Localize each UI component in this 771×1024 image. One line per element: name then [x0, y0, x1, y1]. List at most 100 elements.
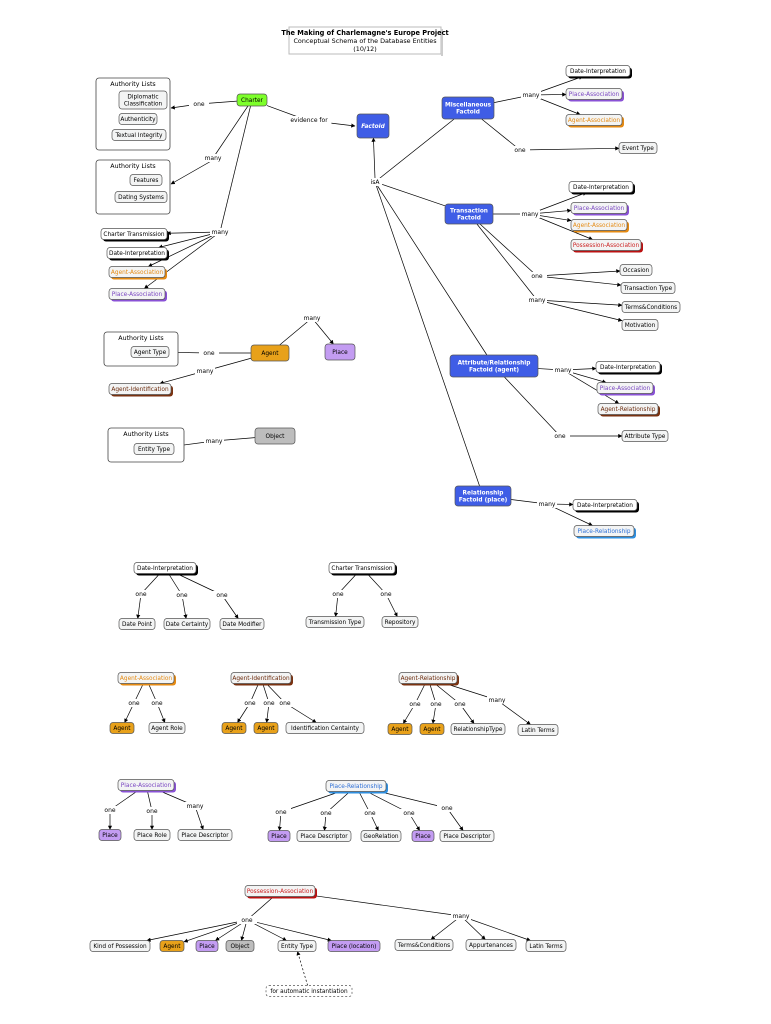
node-pa-root[interactable]: Place-Association	[117, 779, 176, 793]
node-po-place[interactable]: Place	[195, 940, 219, 952]
node-label: Charter	[241, 98, 263, 104]
node-object[interactable]: Object	[254, 427, 296, 445]
node-label: Date-Interpretation	[577, 503, 633, 509]
node-ca-dating[interactable]: Dating Systems	[114, 191, 168, 203]
connector-label-many: many	[529, 297, 546, 304]
node-po-placeloc[interactable]: Place (location)	[327, 940, 381, 952]
node-di-point[interactable]: Date Point	[118, 618, 156, 630]
connector-label-one: one	[151, 700, 162, 707]
node-pr-desc2[interactable]: Place Descriptor	[439, 830, 495, 842]
node-pa-place[interactable]: Place	[98, 829, 122, 841]
node-t-placeassoc[interactable]: Place-Association	[570, 202, 629, 216]
node-ar-agent2[interactable]: Agent	[419, 723, 445, 735]
node-t-possassoc[interactable]: Possession-Association	[570, 239, 643, 253]
node-factoid[interactable]: Factoid	[356, 113, 390, 139]
node-c-dateint[interactable]: Date-Interpretation	[106, 247, 169, 261]
node-a-dateint[interactable]: Date-Interpretation	[595, 361, 662, 375]
node-c-placeassoc[interactable]: Place-Association	[108, 288, 167, 302]
node-po-terms[interactable]: Terms&Conditions	[394, 939, 454, 951]
connector-label-one: one	[380, 591, 391, 598]
node-pa-role[interactable]: Place Role	[133, 829, 171, 841]
node-po-latin[interactable]: Latin Terms	[525, 940, 567, 952]
connector-label-one: one	[275, 809, 286, 816]
node-a-placeassoc[interactable]: Place-Association	[596, 382, 655, 396]
node-aa-role[interactable]: Agent Role	[148, 722, 186, 734]
connector-label-many: many	[197, 368, 214, 375]
node-t-motiv[interactable]: Motivation	[621, 319, 659, 331]
node-label: Agent-Association	[573, 223, 625, 229]
node-label: Date Modifier	[222, 622, 262, 628]
node-ca-features[interactable]: Features	[129, 174, 163, 186]
node-r-dateint[interactable]: Date-Interpretation	[572, 499, 639, 513]
node-po-appurt[interactable]: Appurtenances	[465, 939, 517, 951]
node-aa-agent[interactable]: Agent	[109, 722, 135, 734]
connector	[529, 213, 593, 241]
node-ai-agent1[interactable]: Agent	[221, 722, 247, 734]
node-ca-textual[interactable]: Textual Integrity	[111, 129, 167, 141]
node-c-transmission[interactable]: Charter Transmission	[100, 228, 169, 242]
node-ai-agent2[interactable]: Agent	[253, 722, 279, 734]
node-r-placerel[interactable]: Place-Relationship	[573, 525, 636, 539]
node-ag-type[interactable]: Agent Type	[130, 346, 170, 358]
node-di-mod[interactable]: Date Modifier	[219, 618, 265, 630]
node-place[interactable]: Place	[324, 343, 356, 361]
node-ct-type[interactable]: Transmission Type	[305, 616, 365, 628]
node-pr-desc1[interactable]: Place Descriptor	[296, 830, 352, 842]
node-ob-entity[interactable]: Entity Type	[133, 443, 175, 455]
node-po-kind[interactable]: Kind of Possession	[89, 940, 151, 952]
node-di-cert[interactable]: Date Certainty	[163, 618, 211, 630]
node-pr-geo[interactable]: GeoRelation	[360, 830, 402, 842]
node-label: Agent	[261, 351, 279, 357]
node-t-agentassoc[interactable]: Agent-Association	[570, 219, 629, 233]
node-ar-root[interactable]: Agent-Relationship	[398, 672, 459, 686]
node-ca-authenticity[interactable]: Authenticity	[118, 113, 158, 125]
node-ai-cert[interactable]: Identification Centainty	[285, 722, 365, 734]
node-po-entity[interactable]: Entity Type	[277, 940, 317, 952]
node-charter[interactable]: Charter	[236, 93, 268, 107]
node-label: Place Descriptor	[443, 834, 491, 840]
node-po-agent[interactable]: Agent	[159, 940, 185, 952]
node-t-dateint[interactable]: Date-Interpretation	[568, 181, 635, 195]
node-label: Date Point	[122, 622, 153, 628]
node-m-agentassoc[interactable]: Agent-Association	[565, 114, 624, 128]
node-ai-root[interactable]: Agent-Identification	[230, 672, 293, 686]
connector	[536, 275, 622, 287]
node-pr-place2[interactable]: Place	[411, 830, 435, 842]
node-ag-ident[interactable]: Agent-Identification	[108, 383, 173, 397]
connector	[219, 105, 251, 233]
node-po-root[interactable]: Possession-Association	[244, 885, 317, 899]
node-ar-reltype[interactable]: RelationshipType	[450, 723, 506, 735]
node-pr-place1[interactable]: Place	[267, 830, 291, 842]
node-m-placeassoc[interactable]: Place-Association	[565, 88, 624, 102]
node-po-auto[interactable]: for automatic instantiation	[265, 985, 353, 997]
node-agent[interactable]: Agent	[250, 344, 290, 362]
node-pa-desc[interactable]: Place Descriptor	[177, 829, 233, 841]
node-label: Agent-Identification	[111, 387, 169, 393]
node-ar-agent1[interactable]: Agent	[387, 723, 413, 735]
connector-label-one: one	[241, 917, 252, 924]
node-t-terms[interactable]: Terms&Conditions	[621, 301, 681, 313]
connector-label-many: many	[522, 211, 539, 218]
node-ct-root[interactable]: Charter Transmission	[328, 562, 397, 576]
node-t-occasion[interactable]: Occasion	[619, 264, 653, 276]
node-di-root[interactable]: Date-Interpretation	[133, 562, 198, 576]
node-m-event[interactable]: Event Type	[618, 142, 658, 154]
connector	[329, 122, 356, 128]
node-a-agentrel[interactable]: Agent-Relationship	[597, 403, 660, 417]
node-po-object[interactable]: Object	[225, 940, 255, 952]
node-label: Object	[231, 944, 251, 950]
node-label: Latin Terms	[521, 728, 554, 734]
node-pr-root[interactable]: Place-Relationship	[325, 780, 388, 794]
node-m-dateint[interactable]: Date-Interpretation	[565, 65, 632, 79]
node-c-agentassoc[interactable]: Agent-Association	[108, 266, 167, 280]
node-aa-root[interactable]: Agent-Association	[117, 672, 176, 686]
node-ct-repo[interactable]: Repository	[381, 616, 419, 628]
node-a-attrtype[interactable]: Attribute Type	[621, 430, 669, 442]
node-ar-latin[interactable]: Latin Terms	[517, 724, 559, 736]
node-t-transtype[interactable]: Transaction Type	[620, 282, 676, 294]
